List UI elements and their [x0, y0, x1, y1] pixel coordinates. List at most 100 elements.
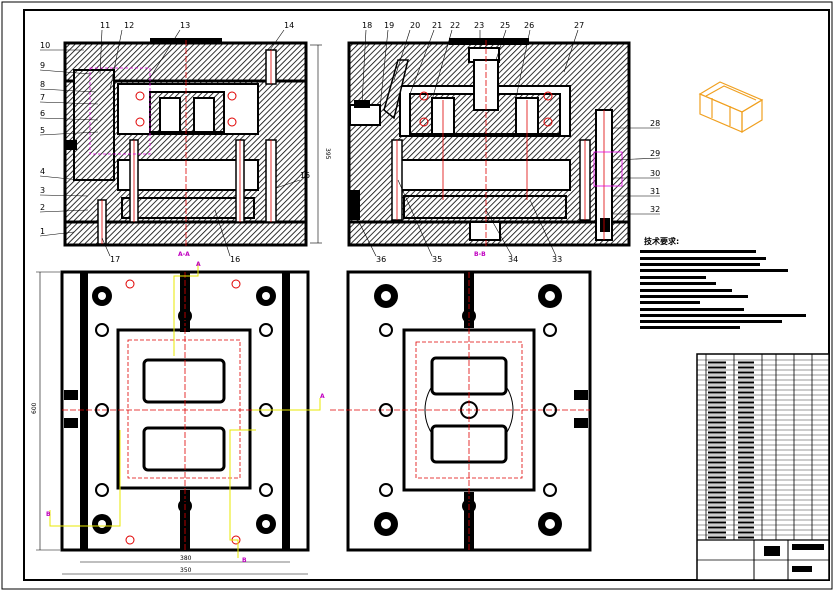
parts-list-cell-mark	[708, 376, 726, 379]
parts-list-cell-mark	[708, 431, 726, 434]
parts-list-cell-mark	[738, 376, 754, 379]
parts-list-cell-mark	[738, 531, 754, 534]
callout-22: 22	[450, 21, 460, 30]
parts-list-cell-mark	[738, 526, 754, 529]
dimension-width-outer: 350	[180, 567, 192, 574]
callout-3: 3	[40, 186, 45, 195]
callout-36: 36	[376, 255, 386, 264]
section-view-left	[63, 38, 322, 248]
callout-12: 12	[124, 21, 134, 30]
section-marker-b-bottom: B	[242, 557, 247, 564]
parts-list-cell-mark	[708, 506, 726, 509]
parts-list-cell-mark	[708, 476, 726, 479]
parts-list-cell-mark	[708, 456, 726, 459]
callout-32: 32	[650, 205, 660, 214]
callout-1: 1	[40, 227, 45, 236]
parts-list-cell-mark	[738, 396, 754, 399]
leaders-top-right	[361, 29, 579, 109]
parts-list-cell-mark	[738, 466, 754, 469]
parts-list-cell-mark	[738, 486, 754, 489]
leaders-right	[611, 127, 661, 215]
section-label-aa: A-A	[178, 251, 190, 258]
callout-10: 10	[40, 41, 50, 50]
callout-23: 23	[474, 21, 484, 30]
parts-list-cell-mark	[738, 401, 754, 404]
parts-list-cell-mark	[738, 481, 754, 484]
parts-list-cell-mark	[708, 411, 726, 414]
callouts-top-left: 11 12 13 14	[100, 21, 294, 30]
callout-6: 6	[40, 109, 45, 118]
parts-list-cell-mark	[708, 501, 726, 504]
parts-list-cell-mark	[738, 391, 754, 394]
leaders-bottom-right	[355, 179, 557, 257]
callout-14: 14	[284, 21, 294, 30]
callout-26: 26	[524, 21, 534, 30]
callout-11: 11	[100, 21, 110, 30]
parts-list-cell-mark	[738, 451, 754, 454]
parts-list-cell-mark	[708, 526, 726, 529]
parts-list-cell-mark	[738, 446, 754, 449]
parts-list-cell-mark	[708, 481, 726, 484]
notes-lines	[640, 250, 806, 329]
callouts-top-right: 18 19 20 21 22 23 25 26 27	[362, 21, 584, 30]
part-3d-view	[698, 81, 764, 134]
callout-7: 7	[40, 93, 45, 102]
callout-9: 9	[40, 61, 45, 70]
parts-list-cell-mark	[708, 446, 726, 449]
callout-21: 21	[432, 21, 442, 30]
parts-list-cell-mark	[738, 436, 754, 439]
callout-20: 20	[410, 21, 420, 30]
parts-list-cell-mark	[708, 386, 726, 389]
parts-list-cell-mark	[708, 436, 726, 439]
parts-list-cell-mark	[738, 411, 754, 414]
parts-list-cell-mark	[738, 501, 754, 504]
callout-17: 17	[110, 255, 120, 264]
callout-5: 5	[40, 126, 45, 135]
callout-18: 18	[362, 21, 372, 30]
parts-list-cell-mark	[738, 366, 754, 369]
parts-list-cell-mark	[738, 476, 754, 479]
parts-list-cell-mark	[738, 441, 754, 444]
callout-35: 35	[432, 255, 442, 264]
callout-34: 34	[508, 255, 518, 264]
callout-33: 33	[552, 255, 562, 264]
callout-13: 13	[180, 21, 190, 30]
notes-title: 技术要求:	[644, 236, 679, 246]
dimension-width-inner: 380	[180, 555, 192, 562]
parts-list-cell-mark	[708, 491, 726, 494]
parts-list-cell-mark	[738, 416, 754, 419]
callout-2: 2	[40, 203, 45, 212]
parts-list-cell-mark	[708, 391, 726, 394]
parts-list-cell-mark	[708, 516, 726, 519]
parts-list-cell-mark	[708, 406, 726, 409]
parts-list-cell-mark	[708, 416, 726, 419]
parts-list-cell-mark	[708, 441, 726, 444]
parts-list-cell-mark	[708, 361, 726, 364]
callouts-bottom-left: 17 16 15	[110, 171, 310, 264]
parts-list-cell-mark	[738, 491, 754, 494]
plan-view-left	[36, 262, 321, 575]
plan-view-right	[330, 270, 592, 552]
parts-list-cell-mark	[738, 361, 754, 364]
parts-list-cell-mark	[708, 451, 726, 454]
callouts-bottom-right: 36 35 34 33	[376, 255, 562, 264]
parts-list-cell-mark	[738, 506, 754, 509]
callouts-right: 28 29 30 31 32	[650, 119, 660, 214]
parts-list-cell-mark	[708, 536, 726, 539]
callout-30: 30	[650, 169, 660, 178]
callout-28: 28	[650, 119, 660, 128]
parts-list-cell-mark	[738, 511, 754, 514]
parts-list-cell-mark	[738, 431, 754, 434]
parts-list-cell-mark	[738, 521, 754, 524]
section-marker-a-top: A	[196, 261, 201, 268]
parts-list-cell-mark	[738, 381, 754, 384]
parts-list-cell-mark	[738, 536, 754, 539]
parts-list-rows	[697, 359, 829, 539]
callout-27: 27	[574, 21, 584, 30]
dimension-height-right: 395	[324, 148, 331, 160]
parts-list-cell-mark	[708, 461, 726, 464]
callout-29: 29	[650, 149, 660, 158]
callout-15: 15	[300, 171, 310, 180]
callouts-left: 10 9 8 7 6 5 4 3 2 1	[40, 41, 50, 236]
